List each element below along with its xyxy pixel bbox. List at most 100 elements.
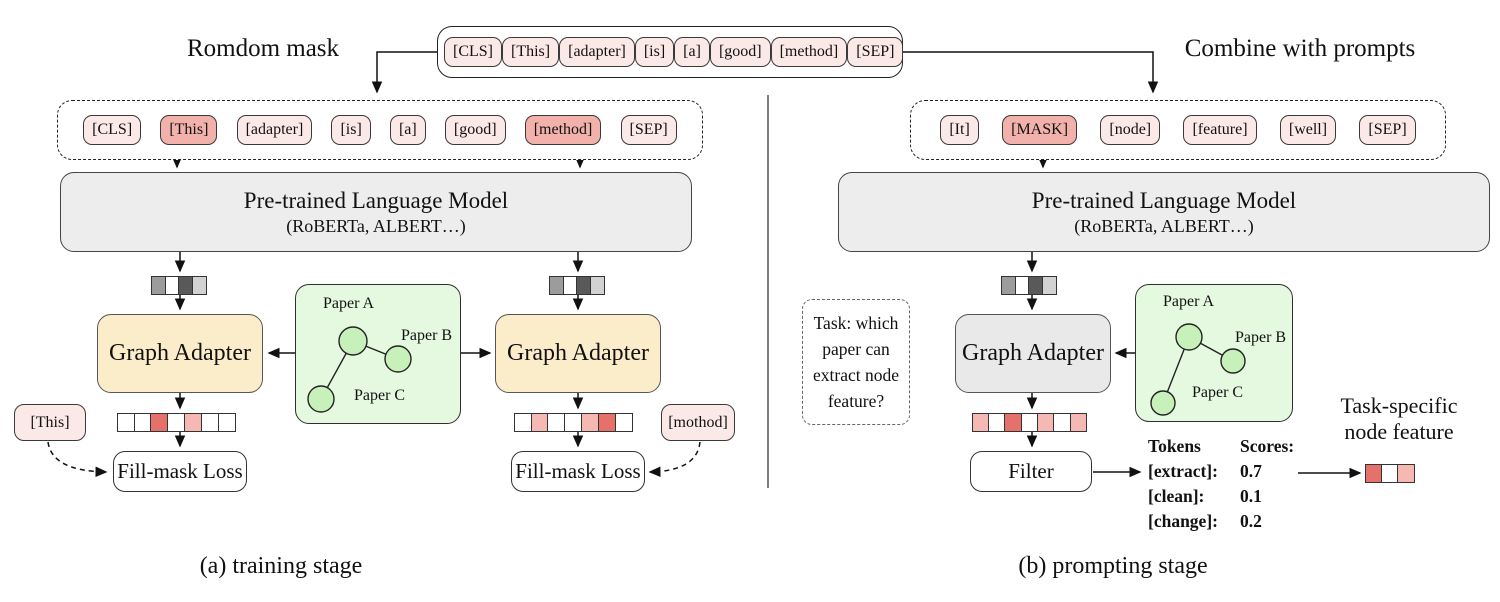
feature-cell — [1000, 276, 1016, 295]
feature-cell — [178, 276, 194, 295]
paper-c-label: Paper C — [1192, 384, 1244, 401]
caption-training-stage: (a) training stage — [199, 553, 363, 579]
paper-b-node — [384, 345, 412, 373]
feature-cell — [217, 413, 236, 432]
ground-truth-token-mothod: [mothod] — [661, 404, 735, 441]
graph-edges-nodes — [307, 326, 412, 413]
task-text-line: extract node — [813, 365, 899, 385]
feature-cell — [547, 413, 566, 432]
token-pill: [good] — [709, 37, 771, 67]
score-token-label: [clean]: — [1148, 486, 1205, 506]
graph-adapter-box-prompting: Graph Adapter — [955, 314, 1111, 393]
filter-box: Filter — [970, 451, 1092, 492]
plm-box-training: Pre-trained Language Model (RoBERTa, ALB… — [60, 172, 692, 252]
token-pill: [This] — [502, 37, 560, 67]
feature-cell — [590, 276, 606, 295]
token-pill: [CLS] — [83, 115, 142, 145]
graph-edges-nodes — [1150, 323, 1246, 416]
scores-block: Tokens Scores: [extract]: 0.7 [clean]: 0.1 [ch… — [1148, 434, 1294, 534]
plm-subtitle: (RoBERTa, ALBERT…) — [1074, 215, 1254, 236]
masked-sentence-row: [CLS][This][adapter][is][a][good][method… — [57, 100, 703, 160]
scores-header-scores: Scores: — [1240, 436, 1295, 456]
token-pill: [good] — [444, 115, 506, 145]
feature-cell — [562, 276, 578, 295]
task-text-line: Task: which — [813, 312, 899, 333]
token-pill: [adapter] — [559, 37, 635, 67]
embedding-strip — [1000, 276, 1058, 295]
adapter-output-strip — [116, 413, 236, 432]
adapter-output-strip — [513, 413, 633, 432]
feature-cell — [1364, 464, 1383, 483]
task-text-line: feature? — [827, 391, 885, 412]
feature-cell — [971, 413, 990, 432]
feature-cell — [597, 413, 616, 432]
feature-cell — [614, 413, 633, 432]
caption-prompting-stage: (b) prompting stage — [1018, 553, 1208, 579]
feature-cell — [133, 413, 152, 432]
token-pill-masked: [This] — [160, 115, 218, 145]
token-pill: [feature] — [1183, 115, 1257, 145]
graph-adapter-box: Graph Adapter — [97, 314, 263, 393]
feature-cell — [513, 413, 532, 432]
token-pill: [adapter] — [236, 115, 313, 145]
feature-cell — [1069, 413, 1088, 432]
token-pill: [node] — [1100, 115, 1161, 145]
token-pill: [method] — [770, 37, 848, 67]
score-token-label: [change]: — [1148, 511, 1218, 531]
token-pill: [CLS] — [444, 37, 502, 67]
scores-header-tokens: Tokens — [1148, 436, 1201, 456]
prompt-sentence-row: [It][MASK][node][feature][well][SEP] — [910, 100, 1446, 160]
plm-subtitle: (RoBERTa, ALBERT…) — [286, 215, 466, 236]
combine-prompts-label: Combine with prompts — [1184, 35, 1416, 62]
token-pill: [is] — [331, 115, 371, 145]
token-pill: [well] — [1279, 115, 1337, 145]
score-value: 0.2 — [1240, 511, 1262, 531]
token-pill: [is] — [634, 37, 675, 67]
citation-graph-box-prompting: Paper A Paper B Paper C — [1135, 284, 1293, 422]
graph-adapter-box: Graph Adapter — [495, 314, 661, 393]
feature-cell — [1397, 464, 1415, 483]
score-value: 0.1 — [1240, 486, 1262, 506]
feature-cell — [576, 276, 592, 295]
task-feature-strip — [1364, 464, 1415, 483]
plm-title: Pre-trained Language Model — [243, 187, 509, 213]
embedding-strip — [548, 276, 606, 295]
feature-cell — [1028, 276, 1044, 295]
paper-c-node — [307, 385, 335, 413]
ground-truth-token-this: [This] — [14, 404, 86, 441]
feature-cell — [1053, 413, 1071, 432]
paper-a-node — [338, 326, 368, 356]
token-pill: [SEP] — [847, 37, 904, 67]
token-pill: [SEP] — [1359, 115, 1416, 145]
feature-cell — [988, 413, 1006, 432]
feature-cell — [184, 413, 203, 432]
paper-b-node — [1220, 348, 1246, 374]
paper-a-label: Paper A — [323, 295, 375, 312]
plm-box-prompting: Pre-trained Language Model (RoBERTa, ALB… — [838, 172, 1490, 252]
feature-cell — [192, 276, 208, 295]
token-pill-masked: [MASK] — [1002, 115, 1078, 145]
feature-cell — [150, 413, 169, 432]
feature-cell — [1004, 413, 1022, 432]
adapter-output-strip — [971, 413, 1088, 432]
token-pill: [SEP] — [620, 115, 677, 145]
feature-cell — [1381, 464, 1399, 483]
paper-a-label: Paper A — [1163, 293, 1215, 310]
feature-cell — [200, 413, 219, 432]
feature-cell — [581, 413, 600, 432]
paper-a-node — [1175, 323, 1203, 351]
feature-cell — [167, 413, 186, 432]
token-pill-masked: [method] — [524, 115, 602, 145]
feature-cell — [164, 276, 180, 295]
embedding-strip — [150, 276, 208, 295]
token-pill: [a] — [674, 37, 710, 67]
feature-cell — [1037, 413, 1055, 432]
feature-cell — [1020, 413, 1039, 432]
score-value: 0.7 — [1240, 461, 1262, 481]
score-token-label: [extract]: — [1148, 461, 1218, 481]
fill-mask-loss-box: Fill-mask Loss — [511, 451, 645, 492]
citation-graph-box: Paper A Paper B Paper C — [295, 284, 461, 424]
feature-cell — [530, 413, 549, 432]
